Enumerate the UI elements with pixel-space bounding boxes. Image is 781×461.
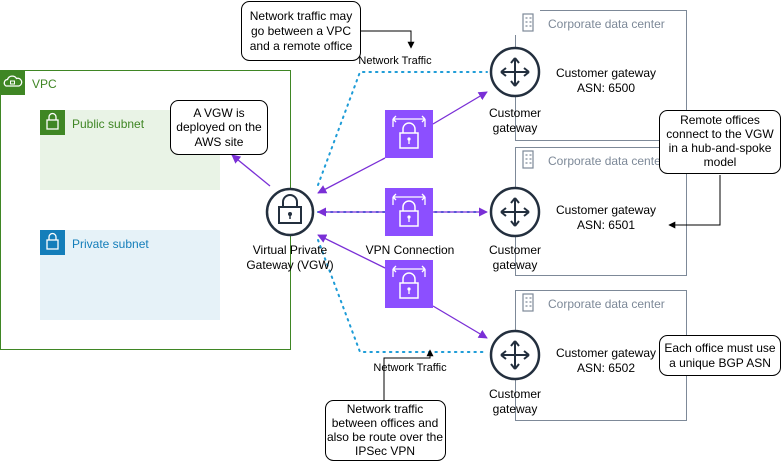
svg-text:also be route over the: also be route over the [327, 430, 443, 444]
callout-hub-spoke: Remote offices connect to the VGW in a h… [659, 110, 781, 174]
public-subnet: Public subnet [40, 110, 220, 190]
datacenter-title: Corporate data center [548, 154, 665, 168]
customer-gateway-icon-label: gateway [493, 258, 538, 272]
lock-icon [40, 230, 65, 255]
customer-gateway-icon-label: Customer [489, 243, 541, 257]
vpn-connection-icon [385, 110, 433, 158]
network-traffic-label-top: Network Traffic [358, 55, 432, 67]
datacenter-1: Corporate data center Customer gateway A… [515, 10, 687, 141]
customer-gateway-icon [489, 186, 541, 238]
callout-connectors [361, 30, 721, 401]
vpn-connection-icon [385, 260, 433, 308]
vpn-links [231, 91, 488, 339]
svg-text:IPSec VPN: IPSec VPN [355, 444, 415, 458]
customer-gateway-icons: Customer gateway Customer gateway Custom… [489, 46, 541, 416]
customer-gateway-asn: ASN: 6500 [577, 81, 635, 95]
customer-gateway-asn: ASN: 6501 [577, 218, 635, 232]
callout-vgw-deployed: A VGW is deployed on the AWS site [170, 100, 268, 155]
svg-text:AWS site: AWS site [195, 135, 244, 149]
svg-text:deployed on the: deployed on the [176, 120, 262, 134]
datacenter-title: Corporate data center [548, 17, 665, 31]
customer-gateway-asn: ASN: 6502 [577, 361, 635, 375]
svg-text:A VGW is: A VGW is [193, 106, 244, 120]
private-subnet: Private subnet [40, 230, 220, 320]
building-icon [522, 150, 534, 169]
callout-unique-asn: Each office must use a unique BGP ASN [659, 335, 781, 376]
private-subnet-title: Private subnet [72, 237, 149, 251]
svg-text:a unique BGP ASN: a unique BGP ASN [669, 356, 771, 370]
svg-text:Network traffic may: Network traffic may [250, 9, 352, 23]
datacenter-title: Corporate data center [548, 297, 665, 311]
svg-text:go between a VPC: go between a VPC [251, 24, 351, 38]
vgw-label-line1: Virtual Private [253, 243, 328, 257]
customer-gateway-icon-label: Customer [489, 387, 541, 401]
datacenter-3: Corporate data center Customer gateway A… [515, 290, 687, 421]
svg-text:Remote offices: Remote offices [680, 113, 760, 127]
callout-between-offices: Network traffic between offices and also… [325, 400, 446, 461]
svg-text:connect to the VGW: connect to the VGW [666, 127, 774, 141]
building-icon [522, 293, 534, 312]
datacenter-2: Corporate data center Customer gateway A… [515, 147, 687, 276]
vpc-title: VPC [32, 77, 57, 91]
lock-icon [40, 110, 65, 135]
vpn-connection-icons: VPN Connection [366, 110, 455, 308]
callout-vpc-remote: Network traffic may go between a VPC and… [241, 1, 361, 61]
customer-gateway-icon-label: Customer [489, 106, 541, 120]
svg-text:between offices and: between offices and [332, 416, 439, 430]
customer-gateway-icon-label: gateway [493, 402, 538, 416]
public-subnet-title: Public subnet [72, 117, 145, 131]
customer-gateway-icon [489, 329, 541, 381]
svg-text:Network traffic: Network traffic [347, 402, 423, 416]
customer-gateway-icon-label: gateway [493, 121, 538, 135]
svg-text:in a hub-and-spoke: in a hub-and-spoke [669, 141, 772, 155]
vpn-connection-label: VPN Connection [366, 243, 455, 257]
virtual-private-gateway: Virtual Private Gateway (VGW) [246, 187, 334, 272]
svg-text:Each office must use: Each office must use [664, 341, 775, 355]
vpn-connection-icon [385, 188, 433, 236]
customer-gateway-name: Customer gateway [556, 203, 656, 217]
svg-text:model: model [704, 155, 737, 169]
customer-gateway-name: Customer gateway [556, 66, 656, 80]
network-traffic-label-bottom: Network Traffic [373, 362, 447, 374]
customer-gateway-name: Customer gateway [556, 346, 656, 360]
vgw-label-line2: Gateway (VGW) [246, 258, 333, 272]
svg-text:and a remote office: and a remote office [250, 39, 353, 53]
customer-gateway-icon [489, 46, 541, 98]
